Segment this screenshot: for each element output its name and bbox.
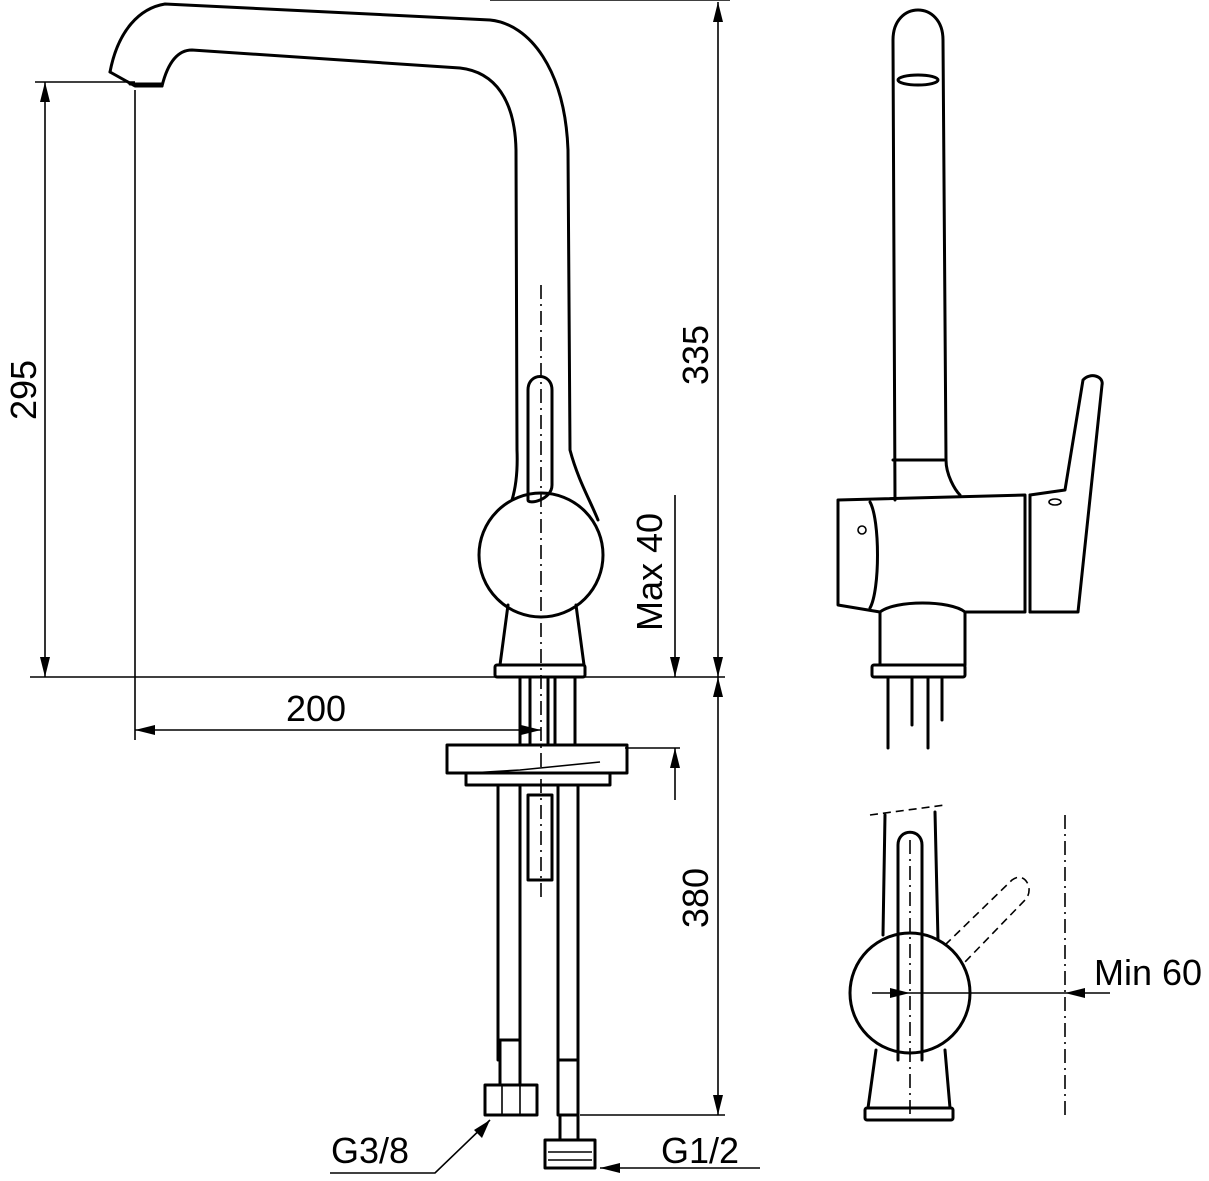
g38-label: G3/8 [331,1130,409,1171]
dim-295-label: 295 [3,360,44,420]
side-lever-handle [1028,374,1104,614]
mounting-bracket [445,743,629,775]
top-base [863,1106,955,1122]
top-neck [866,1048,952,1110]
handle-top-view [848,804,1110,1125]
side-base-plate [870,663,967,679]
min60-label: Min 60 [1094,952,1202,993]
spout-outline [108,2,600,522]
bracket-detail [469,761,601,774]
top-lever [896,830,924,1062]
threaded-rod [526,793,554,882]
dim-335-label: 335 [675,325,716,385]
dim-200-label: 200 [286,688,346,729]
rotated-lever [944,876,1030,963]
dim-max40-label: Max 40 [629,513,670,631]
side-body-left [868,500,879,610]
spout-tip [108,70,164,88]
body-neck [498,603,586,667]
base-plate [493,663,587,679]
side-spout [891,8,962,502]
dim-380-label: 380 [675,868,716,928]
nut-g12 [543,1138,597,1170]
spout-inner [160,48,519,502]
side-neck [878,610,967,667]
hose-crimp-left [498,1038,522,1087]
lever-handle [526,375,554,504]
side-body [836,493,1027,614]
front-view [108,2,629,1170]
g12-label: G1/2 [661,1130,739,1171]
dimension-lines [30,0,760,1174]
top-spout [881,810,940,942]
side-view [836,8,1104,750]
hose-crimp-right [556,1058,580,1117]
nut-g38 [483,1083,539,1117]
side-aerator [896,73,940,87]
bracket-lower [464,771,612,787]
